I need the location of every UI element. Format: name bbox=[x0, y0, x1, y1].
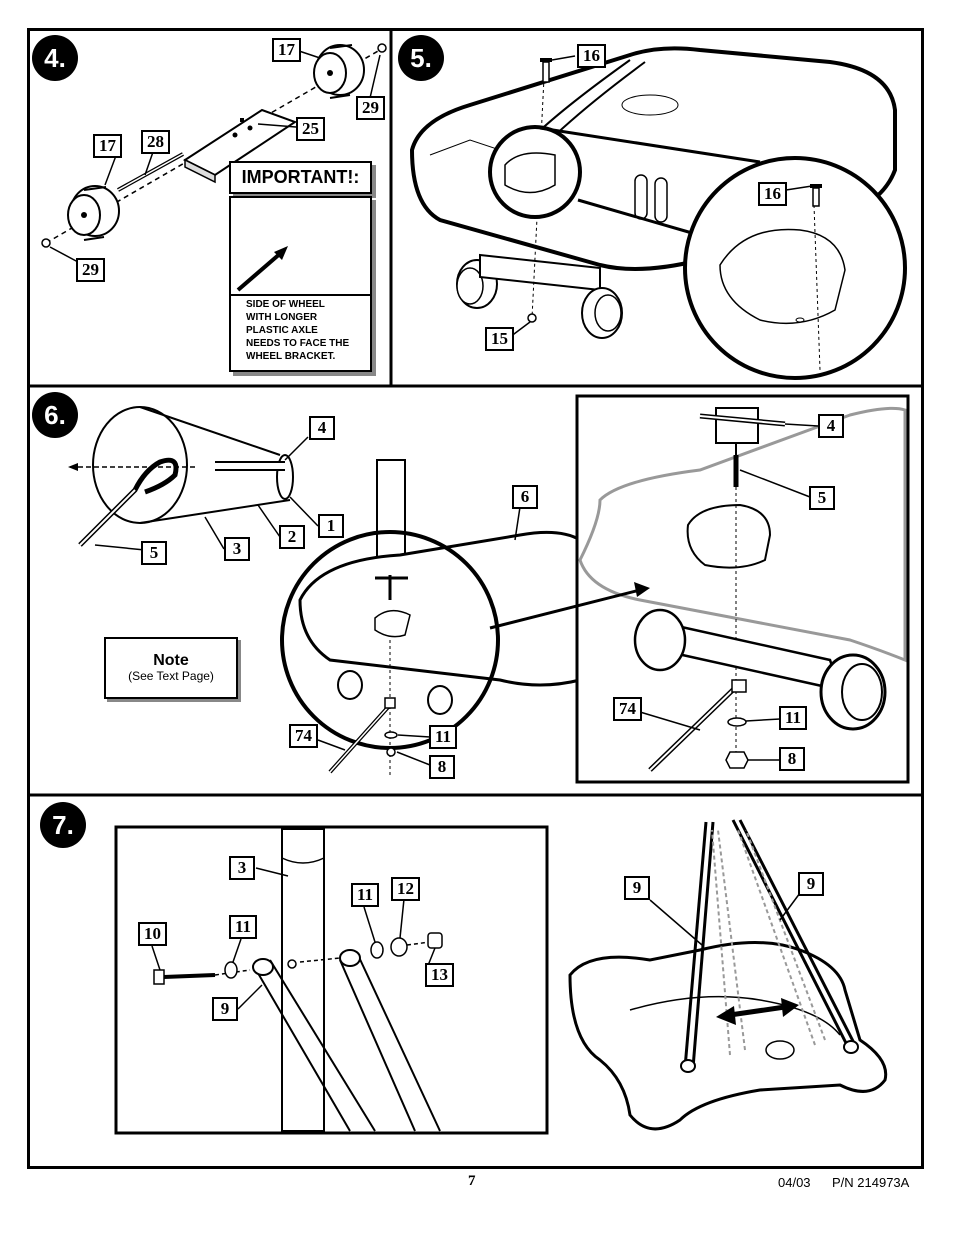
part-number: P/N 214973A bbox=[832, 1175, 910, 1190]
callout-74-middle: 74 bbox=[289, 724, 318, 748]
callout-29-top: 29 bbox=[356, 96, 385, 120]
callout-11-inset: 11 bbox=[779, 706, 808, 730]
callout-2-pole: 2 bbox=[279, 525, 305, 549]
callout-8-middle: 8 bbox=[429, 755, 455, 779]
callout-3-detail: 3 bbox=[229, 856, 255, 880]
callout-15: 15 bbox=[485, 327, 514, 351]
callout-4-inset: 4 bbox=[818, 414, 844, 438]
step-5-badge: 5. bbox=[398, 35, 444, 81]
callout-74-inset: 74 bbox=[613, 697, 642, 721]
note-title: Note bbox=[153, 652, 189, 669]
callout-25: 25 bbox=[296, 117, 325, 141]
callout-9-left: 9 bbox=[624, 876, 650, 900]
callout-17-top: 17 bbox=[272, 38, 301, 62]
note-subtitle: (See Text Page) bbox=[128, 669, 214, 683]
revision-date: 04/03 bbox=[778, 1175, 811, 1190]
callout-5-pole: 5 bbox=[141, 541, 167, 565]
step-4-badge: 4. bbox=[32, 35, 78, 81]
callout-6-base: 6 bbox=[512, 485, 538, 509]
important-title: IMPORTANT!: bbox=[229, 161, 372, 194]
callout-5-inset: 5 bbox=[809, 486, 835, 510]
page-number: 7 bbox=[468, 1173, 476, 1189]
step-6-badge: 6. bbox=[32, 392, 78, 438]
callout-4-pole: 4 bbox=[309, 416, 335, 440]
callout-28: 28 bbox=[141, 130, 170, 154]
wheel-top-icon bbox=[313, 44, 365, 99]
callout-10: 10 bbox=[138, 922, 167, 946]
callout-9-detail: 9 bbox=[212, 997, 238, 1021]
callout-16-zoom: 16 bbox=[758, 182, 787, 206]
step-7-badge: 7. bbox=[40, 802, 86, 848]
callout-11-left: 11 bbox=[229, 915, 258, 939]
callout-3-pole: 3 bbox=[224, 537, 250, 561]
callout-17-bottom: 17 bbox=[93, 134, 122, 158]
page-frame bbox=[27, 28, 924, 1169]
note-box: Note (See Text Page) bbox=[104, 637, 238, 699]
callout-1-pole: 1 bbox=[318, 514, 344, 538]
callout-8-inset: 8 bbox=[779, 747, 805, 771]
important-note-text: SIDE OF WHEEL WITH LONGER PLASTIC AXLE N… bbox=[246, 299, 350, 362]
callout-12: 12 bbox=[391, 877, 420, 901]
callout-11-middle: 11 bbox=[429, 725, 458, 749]
callout-11-right: 11 bbox=[351, 883, 380, 907]
callout-13: 13 bbox=[425, 963, 454, 987]
wheel-bracket-icon bbox=[182, 108, 298, 184]
callout-29-bottom: 29 bbox=[76, 258, 105, 282]
wheel-bottom-icon bbox=[67, 185, 120, 241]
callout-16-top: 16 bbox=[577, 44, 606, 68]
callout-9-right: 9 bbox=[798, 872, 824, 896]
